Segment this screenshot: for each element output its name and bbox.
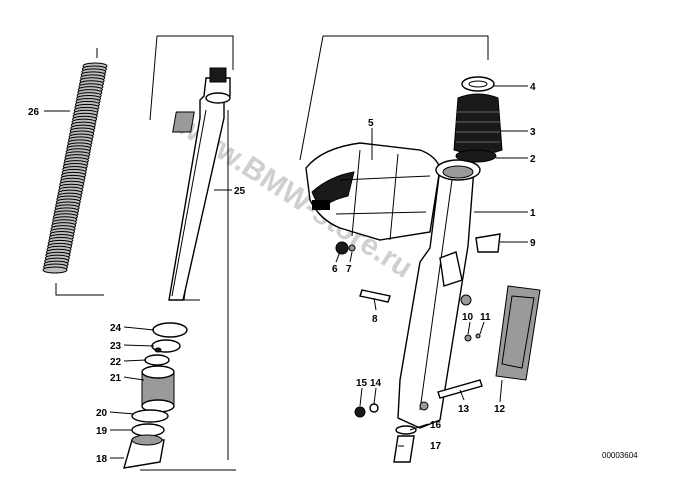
spring-coil	[42, 266, 68, 274]
callout-10: 10	[462, 312, 474, 323]
top-seal-parts	[453, 76, 503, 163]
callout-21: 21	[110, 373, 122, 384]
lower-stack-parts	[123, 322, 188, 469]
callout-20: 20	[96, 408, 108, 419]
callout-22: 22	[110, 357, 122, 368]
callout-2: 2	[530, 154, 536, 165]
tube-part-25	[168, 67, 231, 301]
callout-14: 14	[370, 378, 382, 389]
callout-labels: 1 2 3 4 5 6 7 8 9 10 11 12 13 14 15 16 1…	[28, 82, 536, 465]
callout-16: 16	[430, 420, 442, 431]
callout-24: 24	[110, 323, 122, 334]
callout-6: 6	[332, 264, 338, 275]
callout-13: 13	[458, 404, 470, 415]
slider-part-1	[397, 159, 501, 429]
callout-5: 5	[368, 118, 374, 129]
leader-lines	[44, 85, 528, 459]
callout-1: 1	[530, 208, 536, 219]
group-frame-lines	[55, 35, 489, 471]
callout-25: 25	[234, 186, 246, 197]
callout-18: 18	[96, 454, 108, 465]
reflector-part-12	[495, 285, 541, 381]
callout-17: 17	[430, 441, 442, 452]
callout-9: 9	[530, 238, 536, 249]
callout-7: 7	[346, 264, 352, 275]
small-hardware	[335, 241, 483, 463]
callout-23: 23	[110, 341, 122, 352]
reference-number: 00003604	[602, 451, 638, 460]
callout-19: 19	[96, 426, 108, 437]
cover-part-5	[305, 142, 441, 241]
callout-8: 8	[372, 314, 378, 325]
callout-4: 4	[530, 82, 536, 93]
callout-15: 15	[356, 378, 368, 389]
callout-3: 3	[530, 127, 536, 138]
spring-part-26	[42, 62, 108, 276]
callout-11: 11	[480, 312, 491, 323]
callout-26: 26	[28, 107, 40, 118]
callout-12: 12	[494, 404, 506, 415]
